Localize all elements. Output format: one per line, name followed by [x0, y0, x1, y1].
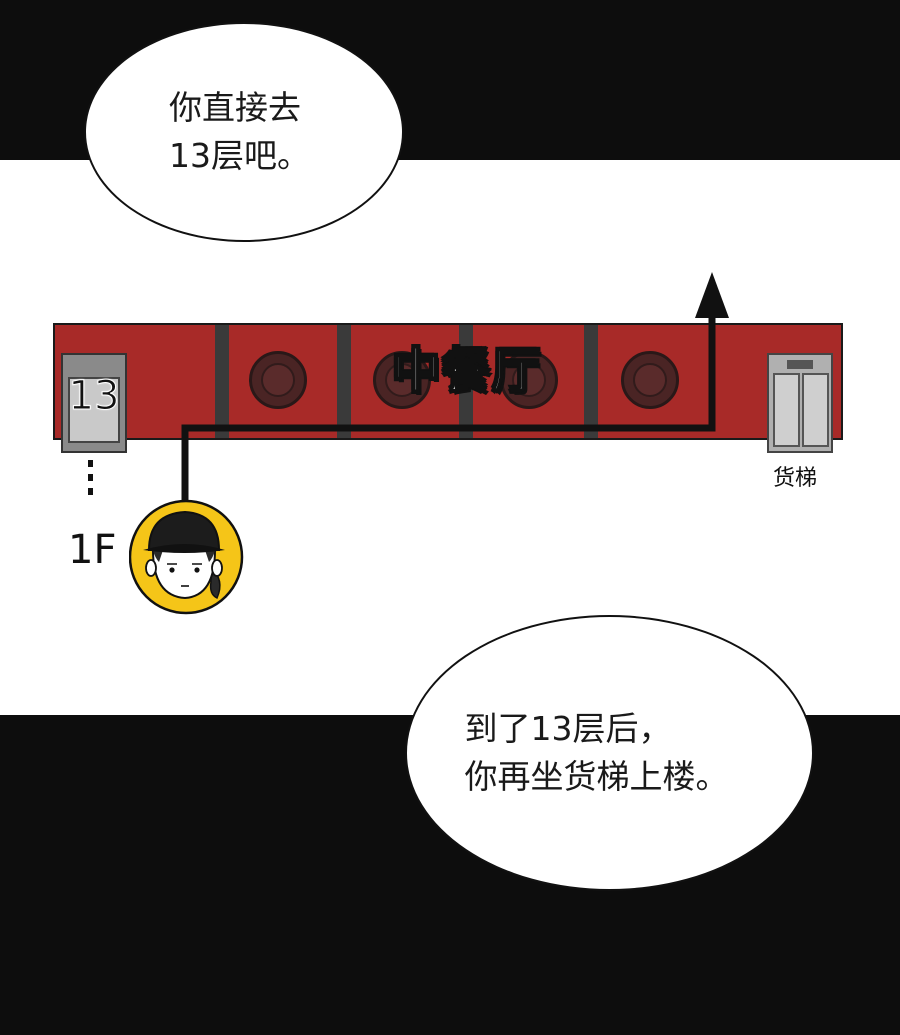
round-table-icon [249, 351, 307, 409]
elevator-indicator-panel [787, 360, 813, 369]
route-line [181, 310, 716, 505]
pillar [584, 325, 598, 438]
pillar [215, 325, 229, 438]
bubble-top-line-1: 你直接去 [169, 88, 301, 127]
cargo-elevator-icon [767, 353, 833, 453]
elevator-icon: 13 [61, 353, 127, 453]
start-floor-label: 1F [68, 527, 117, 573]
room-title: 中餐厅 [391, 342, 542, 400]
bubble-top-line-2: 13层吧。 [169, 136, 310, 175]
speech-bubble-bottom: 到了13层后， 你再坐货梯上楼。 [405, 615, 814, 891]
pillar [337, 325, 351, 438]
ellipsis-dots [84, 460, 96, 495]
speech-bubble-top: 你直接去 13层吧。 [84, 22, 404, 242]
elevator-door [68, 377, 120, 443]
round-table-icon [373, 351, 431, 409]
woman-cap-avatar-icon [129, 499, 244, 615]
bubble-bottom-line-2: 你再坐货梯上楼。 [464, 757, 729, 796]
elevator-door-right [802, 373, 829, 447]
cargo-elevator-label: 货梯 [773, 466, 818, 491]
elevator-door-left [773, 373, 800, 447]
pillar [459, 325, 473, 438]
bubble-bottom-line-1: 到了13层后， [464, 709, 672, 748]
up-arrow-icon [695, 272, 729, 318]
round-table-icon [621, 351, 679, 409]
elevator-floor-number: 13 [68, 373, 120, 420]
round-table-icon [500, 351, 558, 409]
